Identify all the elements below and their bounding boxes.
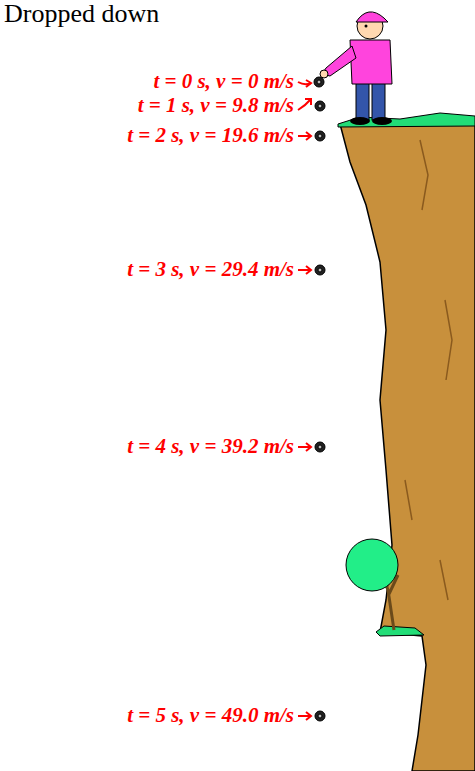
time-velocity-label: t = 2 s, v = 19.6 m/s — [127, 124, 294, 147]
time-velocity-label: t = 1 s, v = 9.8 m/s — [138, 94, 294, 117]
time-velocity-label: t = 4 s, v = 39.2 m/s — [127, 435, 294, 458]
leader-arrows — [298, 80, 311, 720]
time-velocity-label: t = 5 s, v = 49.0 m/s — [127, 704, 294, 727]
tree-crown — [346, 539, 398, 591]
time-velocity-label: t = 0 s, v = 0 m/s — [153, 70, 294, 93]
ball-positions — [314, 77, 325, 721]
cliff — [340, 124, 475, 771]
cliff-cracks — [405, 140, 452, 600]
diagram-title: Dropped down — [4, 0, 159, 29]
person — [320, 12, 392, 125]
ledge — [376, 626, 424, 636]
time-velocity-label: t = 3 s, v = 29.4 m/s — [127, 258, 294, 281]
